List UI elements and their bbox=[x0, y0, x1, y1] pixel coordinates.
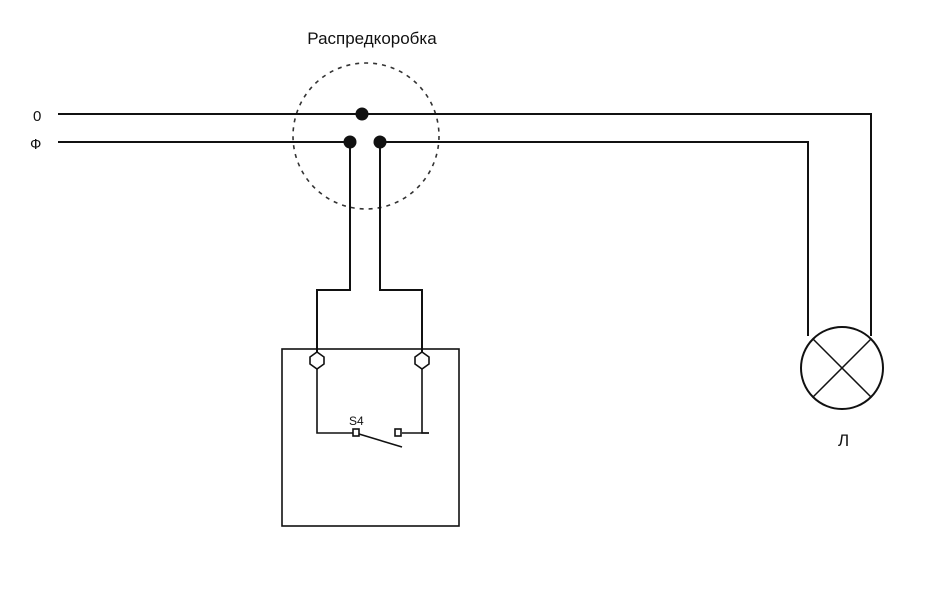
neutral-node bbox=[355, 107, 369, 121]
junction-box-outline bbox=[292, 62, 440, 210]
lamp-label: Л bbox=[838, 431, 849, 450]
phase-node bbox=[343, 135, 357, 149]
switch-lead-left bbox=[316, 142, 351, 357]
switch-housing bbox=[281, 348, 460, 527]
switch-contact-right bbox=[394, 428, 402, 437]
phase-label: Ф bbox=[30, 136, 41, 153]
junction-box-label: Распредкоробка bbox=[307, 29, 437, 48]
switch-internal-left bbox=[316, 369, 354, 434]
switch-terminal-left bbox=[309, 351, 325, 370]
switch-internal-right bbox=[421, 369, 429, 434]
switch-blade bbox=[358, 433, 403, 448]
switched-phase-wire bbox=[380, 141, 809, 336]
switch-terminal-right bbox=[414, 351, 430, 370]
switch-contact-left bbox=[352, 428, 360, 437]
switched-phase-node bbox=[373, 135, 387, 149]
switch-label: S4 bbox=[349, 414, 364, 428]
neutral-wire bbox=[58, 113, 872, 336]
lamp-cross-b bbox=[812, 338, 872, 398]
switch-lead-right bbox=[379, 142, 423, 357]
neutral-label: 0 bbox=[33, 108, 41, 125]
